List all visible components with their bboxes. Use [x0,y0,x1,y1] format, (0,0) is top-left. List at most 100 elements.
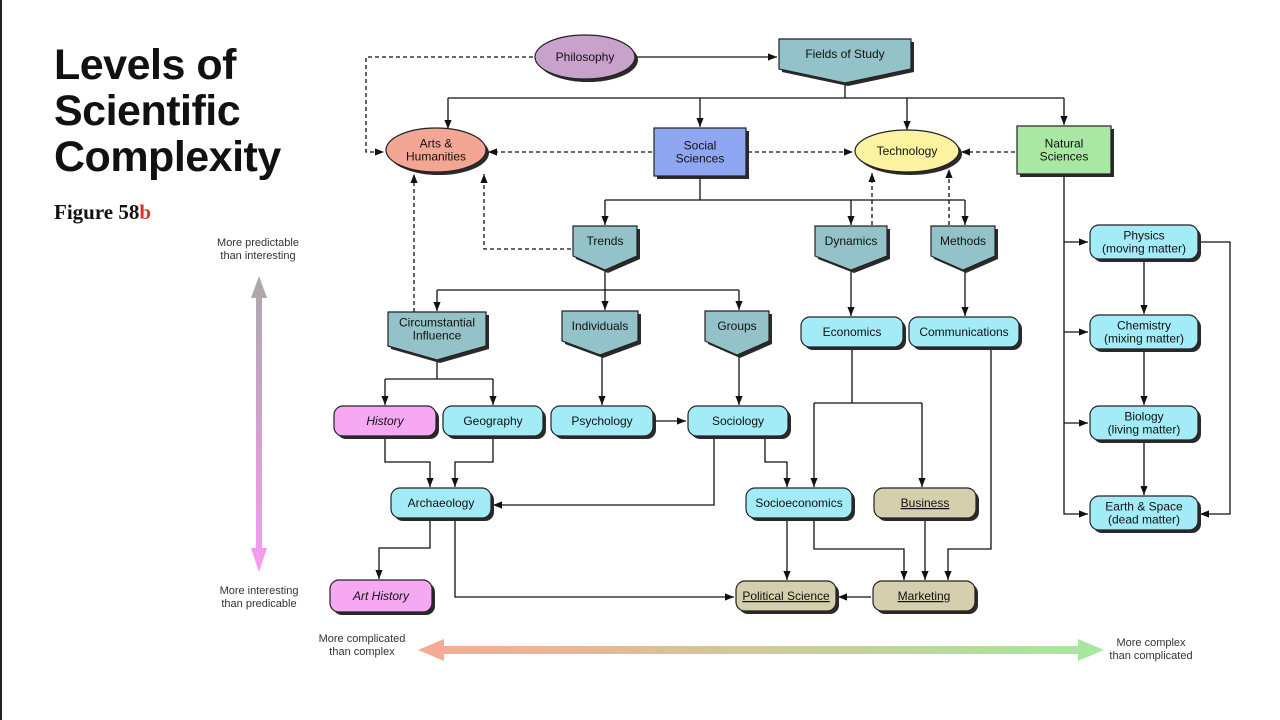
node-marketing: Marketing [872,580,978,614]
node-label: Methods [940,234,986,248]
axis-label: than predicable [221,598,296,610]
node-shape [333,405,437,437]
node-shape [534,34,636,80]
node-shape [687,405,789,437]
edge-sociology-archaeology [493,437,715,509]
node-shape [854,129,960,173]
node-shape [908,316,1020,348]
node-philosophy: Philosophy [534,34,638,82]
node-label: Physics [1123,229,1164,243]
node-label: Circumstantial [399,316,475,330]
node-shape [1089,495,1199,531]
node-shape [1089,314,1199,350]
node-label: Sciences [1040,150,1089,164]
title-line-3: Complexity [54,133,281,181]
node-earth: Earth & Space(dead matter) [1089,495,1201,533]
node-socioeconomics: Socioeconomics [745,487,855,521]
node-fields: Fields of Study [778,38,914,86]
node-communications: Communications [908,316,1022,350]
node-shape [653,127,747,177]
node-economics: Economics [800,316,906,350]
axis-label: than interesting [220,250,295,262]
edge-archaeology-political [454,519,734,601]
page-title: Levels of Scientific Complexity [54,42,281,180]
node-shape [814,225,888,271]
node-shape [873,487,977,519]
node-trends: Trends [572,225,640,273]
edge-communications-marketing [944,348,992,580]
node-individuals: Individuals [561,310,641,358]
node-label: Social [684,139,717,153]
edge-physics-earth [1200,241,1231,518]
node-label: Chemistry [1117,319,1171,333]
node-archaeology: Archaeology [390,487,494,521]
node-shape [572,225,638,271]
node-label: Influence [413,329,462,343]
edge-archaeology-arthistory [375,519,431,579]
node-shape [550,405,654,437]
node-label: (dead matter) [1108,513,1180,527]
node-technology: Technology [854,129,962,175]
node-shape [800,316,904,348]
node-label: Philosophy [556,50,615,64]
figure-label: Figure 58b [54,200,151,225]
node-shape [385,127,487,173]
node-dynamics: Dynamics [814,225,890,273]
axis-label: More complicated [319,633,406,645]
node-sociology: Sociology [687,405,791,439]
node-label: Economics [823,325,882,339]
title-line-2: Scientific [54,87,241,135]
title-line-1: Levels of [54,41,236,89]
node-label: Political Science [742,589,830,603]
node-shape [1089,405,1199,441]
connectors [365,53,1231,601]
node-label: Individuals [572,319,629,333]
node-label: Sociology [712,414,764,428]
node-shape [1016,125,1112,175]
axis-arrows [251,276,1104,661]
node-history: History [333,405,439,439]
left-edge-line [0,0,2,720]
node-label: History [366,414,404,428]
node-label: Arts & [420,137,453,151]
axis-label: More complex [1116,637,1186,649]
node-shape [390,487,492,519]
node-label: Business [901,496,950,510]
node-label: Dynamics [825,234,878,248]
node-label: Groups [717,319,756,333]
node-shape [872,580,976,612]
node-methods: Methods [930,225,998,273]
node-label: Communications [919,325,1008,339]
node-shape [442,405,544,437]
node-label: Archaeology [408,496,475,510]
node-chemistry: Chemistry(mixing matter) [1089,314,1201,352]
node-label: Technology [877,144,938,158]
edge-natural-earth [1063,175,1088,518]
node-label: Psychology [571,414,632,428]
node-label: Fields of Study [805,47,884,61]
axis-label: than complex [329,646,395,658]
node-geography: Geography [442,405,546,439]
edge-history-archaeology [384,437,434,487]
node-shape [387,311,487,361]
node-label: Natural [1045,137,1084,151]
edge-geography-archaeology [451,437,494,487]
node-label: Biology [1124,410,1163,424]
node-label: Sciences [676,152,725,166]
vertical-gradient-arrow [251,276,267,572]
node-groups: Groups [704,310,772,358]
axis-label: More interesting [220,585,299,597]
edge-sociology-socioeconomics [764,437,791,487]
edge-socioeconomics-marketing [813,519,908,580]
node-label: Geography [463,414,522,428]
node-label: Socioeconomics [755,496,842,510]
node-shape [1089,224,1199,260]
node-shape [704,310,770,356]
node-business: Business [873,487,979,521]
figure-prefix: Figure 58 [54,200,140,224]
node-art-history: Art History [329,579,435,615]
